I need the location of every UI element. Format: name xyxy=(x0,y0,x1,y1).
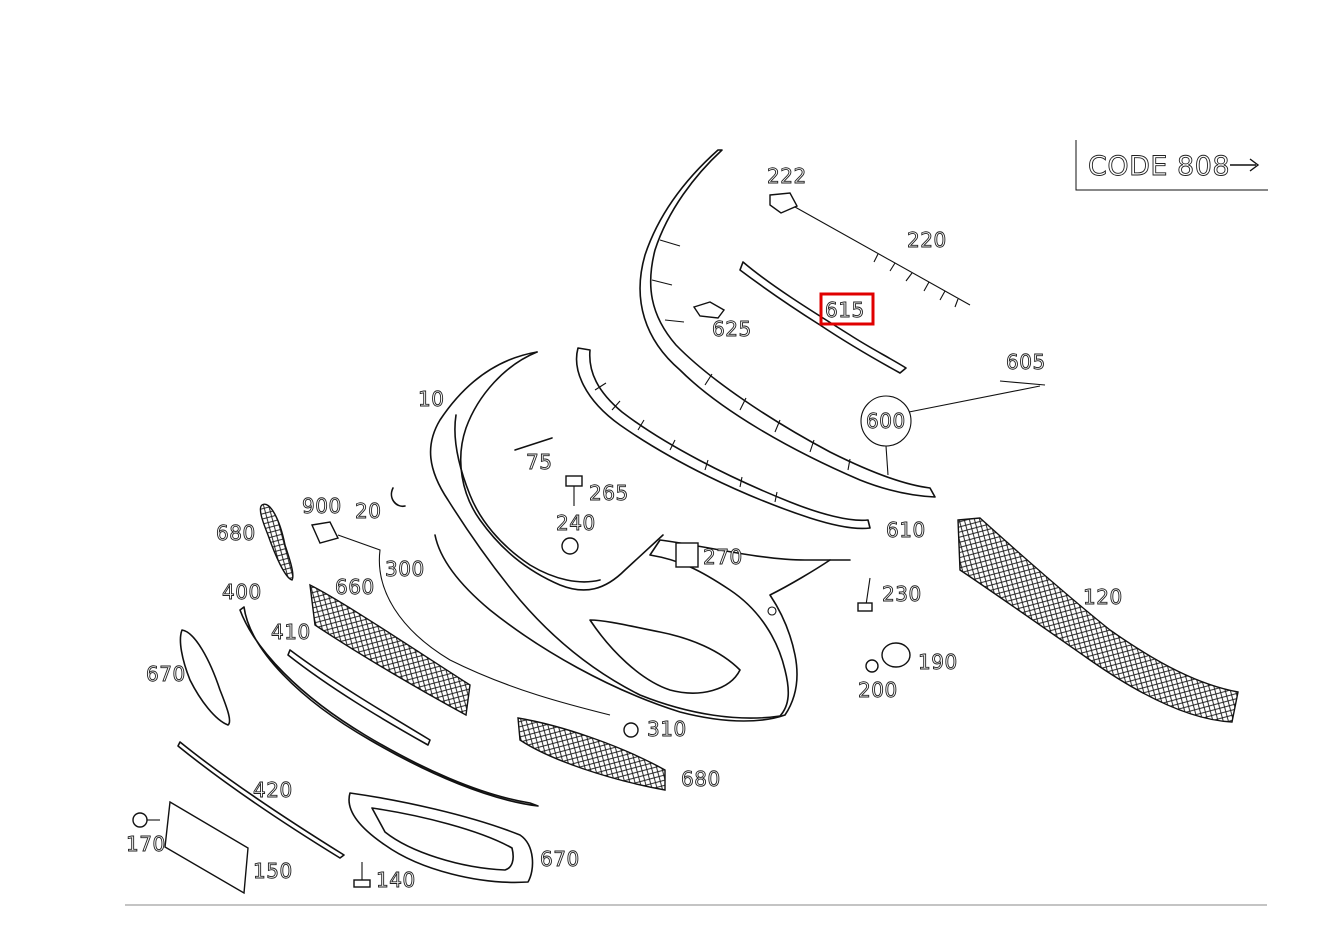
part-20-clip[interactable] xyxy=(390,487,406,508)
part-310-clip[interactable] xyxy=(623,722,639,738)
label-190[interactable]: 190 xyxy=(918,650,958,675)
label-420[interactable]: 420 xyxy=(253,778,293,803)
part-670-lower-vent[interactable] xyxy=(348,792,534,884)
part-610-bracket[interactable] xyxy=(639,149,936,498)
part-410-strip[interactable] xyxy=(287,649,431,746)
part-190-sensor[interactable] xyxy=(865,642,911,673)
part-670-lower-vent-inner xyxy=(371,807,514,871)
label-680-upper[interactable]: 680 xyxy=(216,521,256,546)
part-615-strip[interactable] xyxy=(739,261,907,374)
part-680-upper-grille[interactable] xyxy=(259,503,294,581)
label-150[interactable]: 150 xyxy=(253,859,293,884)
label-615[interactable]: 615 xyxy=(825,298,865,323)
label-410[interactable]: 410 xyxy=(271,620,311,645)
part-610-ribs xyxy=(651,239,851,471)
part-680-lower-grille[interactable] xyxy=(517,717,666,791)
code-808-box: CODE 808 xyxy=(1075,140,1268,191)
part-170-bolt[interactable] xyxy=(132,812,160,828)
label-900[interactable]: 900 xyxy=(302,494,342,519)
part-900-bracket[interactable] xyxy=(310,521,340,544)
label-605[interactable]: 605 xyxy=(1006,350,1046,375)
label-170[interactable]: 170 xyxy=(126,832,166,857)
part-labels: 222 220 615 625 605 600 10 75 265 240 27… xyxy=(126,164,1123,893)
label-660[interactable]: 660 xyxy=(335,575,375,600)
part-220-harness[interactable] xyxy=(794,206,971,308)
part-600-clips xyxy=(594,382,778,503)
part-270-pad[interactable] xyxy=(675,542,699,568)
label-120[interactable]: 120 xyxy=(1083,585,1123,610)
label-220[interactable]: 220 xyxy=(907,228,947,253)
label-20[interactable]: 20 xyxy=(355,499,382,524)
part-265-screw[interactable] xyxy=(565,475,583,506)
label-240[interactable]: 240 xyxy=(556,511,596,536)
label-10[interactable]: 10 xyxy=(418,387,445,412)
label-310[interactable]: 310 xyxy=(647,717,687,742)
label-265[interactable]: 265 xyxy=(589,481,629,506)
part-230-screw[interactable] xyxy=(857,577,873,612)
part-120-absorber[interactable] xyxy=(957,517,1239,723)
part-222-sensor[interactable] xyxy=(769,192,798,214)
part-600-rail[interactable] xyxy=(575,347,871,530)
part-10-bumper-cover[interactable] xyxy=(429,351,851,722)
label-300[interactable]: 300 xyxy=(385,557,425,582)
part-140-screw[interactable] xyxy=(353,862,371,888)
label-610[interactable]: 610 xyxy=(886,518,926,543)
part-600-callout xyxy=(860,385,1041,476)
highlight-box xyxy=(819,292,875,326)
part-660-grille[interactable] xyxy=(309,583,471,717)
label-625[interactable]: 625 xyxy=(712,317,752,342)
part-240-nut[interactable] xyxy=(561,537,579,555)
code-808-label: CODE 808 xyxy=(1088,151,1230,182)
label-670-left[interactable]: 670 xyxy=(146,662,186,687)
label-75[interactable]: 75 xyxy=(526,450,553,475)
label-400[interactable]: 400 xyxy=(222,580,262,605)
part-625-bracket[interactable] xyxy=(692,301,726,319)
part-420-strip[interactable] xyxy=(177,741,345,859)
part-900-wire xyxy=(337,534,611,716)
label-222[interactable]: 222 xyxy=(767,164,807,189)
part-670-left-vent[interactable] xyxy=(179,629,231,726)
part-150-plate[interactable] xyxy=(164,800,249,895)
part-605-strip[interactable] xyxy=(999,380,1046,386)
label-270[interactable]: 270 xyxy=(703,545,743,570)
label-670-lower[interactable]: 670 xyxy=(540,847,580,872)
label-200[interactable]: 200 xyxy=(858,678,898,703)
label-680-lower[interactable]: 680 xyxy=(681,767,721,792)
part-75-pin[interactable] xyxy=(514,437,553,451)
label-600[interactable]: 600 xyxy=(866,409,906,434)
part-400-spoiler[interactable] xyxy=(239,606,539,807)
label-140[interactable]: 140 xyxy=(376,868,416,893)
label-230[interactable]: 230 xyxy=(882,582,922,607)
